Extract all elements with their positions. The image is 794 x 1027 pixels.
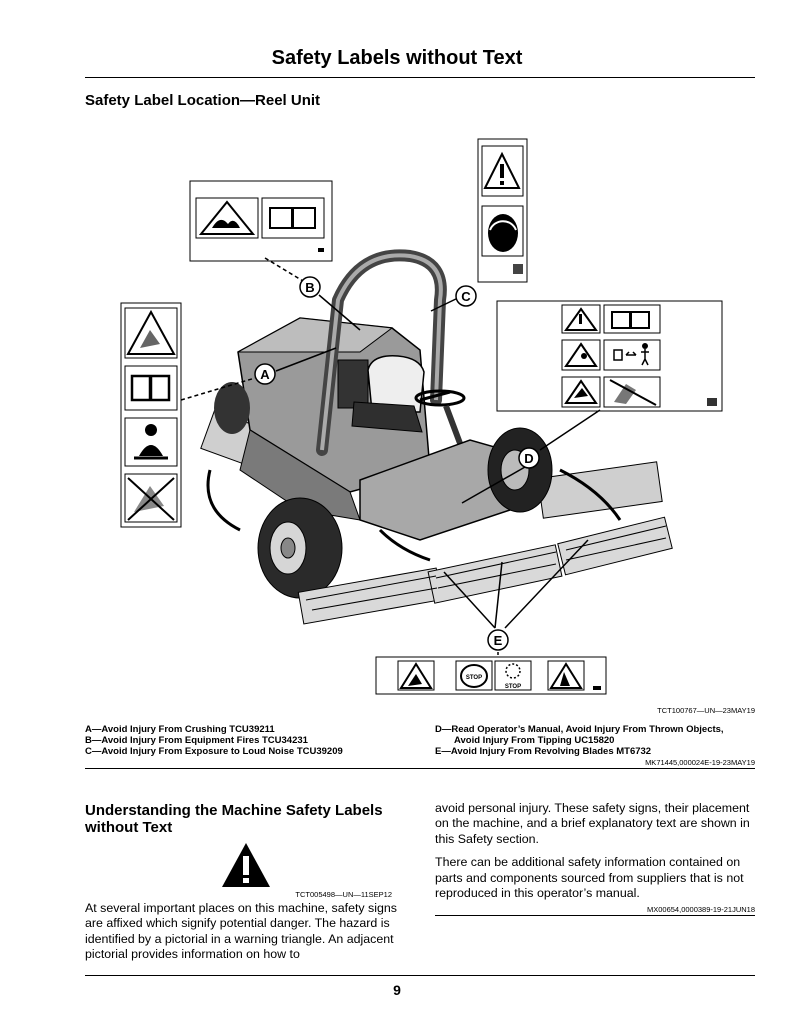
callout-c: C: [455, 285, 477, 307]
caption-e: E—Avoid Injury From Revolving Blades MT6…: [435, 746, 652, 757]
section-heading-reel-unit: Safety Label Location—Reel Unit: [85, 92, 321, 109]
title-rule: [85, 77, 755, 78]
callout-e-label: E: [494, 633, 503, 648]
caption-list-left: A—Avoid Injury From Crushing TCU39211 B—…: [85, 724, 343, 757]
callout-b: B: [299, 276, 321, 298]
stop-text-2: STOP: [505, 684, 521, 690]
figure-reference: TCT100767—UN—23MAY19: [657, 706, 755, 715]
caption-b: B—Avoid Injury From Equipment Fires TCU3…: [85, 735, 308, 746]
caption-c: C—Avoid Injury From Exposure to Loud Noi…: [85, 746, 343, 757]
callout-c-label: C: [461, 289, 471, 304]
section2-reference: MX00654,0000389-19-21JUN18: [647, 905, 755, 914]
warning-triangle-icon: [222, 843, 270, 887]
page-title: Safety Labels without Text: [271, 47, 523, 69]
caption-list-right: D—Read Operator’s Manual, Avoid Injury F…: [435, 724, 724, 757]
label-panel-e: STOP STOP: [375, 656, 607, 695]
heading-line-2: without Text: [85, 819, 173, 836]
section2-rule: [435, 915, 755, 916]
leader-lines: [180, 257, 601, 657]
reel-unit-figure: B C A D E STOP STOP: [120, 138, 723, 695]
mower-illustration: [200, 249, 673, 625]
caption-d-cont: Avoid Injury From Tipping UC15820: [454, 735, 615, 746]
callout-d: D: [518, 447, 540, 469]
heading-line-1: Understanding the Machine Safety Labels: [85, 802, 383, 819]
label-panel-d: [496, 300, 723, 412]
section1-rule: [85, 768, 755, 769]
label-panel-c: [477, 138, 528, 283]
right-paragraph-1: avoid personal injury. These safety sign…: [435, 801, 750, 846]
stop-text-1: STOP: [466, 675, 482, 681]
caption-d: D—Read Operator’s Manual, Avoid Injury F…: [435, 724, 724, 735]
callout-a-label: A: [260, 367, 270, 382]
right-paragraph-2: There can be additional safety informati…: [435, 855, 744, 901]
label-panel-b: [189, 180, 333, 262]
section1-reference: MK71445,000024E-19-23MAY19: [645, 758, 755, 767]
callout-a: A: [254, 363, 276, 385]
callout-d-label: D: [524, 451, 533, 466]
callout-e: E: [487, 629, 509, 651]
caption-a: A—Avoid Injury From Crushing TCU39211: [85, 724, 275, 735]
front-reels: [297, 516, 673, 625]
callout-b-label: B: [305, 280, 314, 295]
left-column-text: At several important places on this mach…: [85, 901, 397, 962]
label-panel-a: [120, 302, 182, 528]
page-number: 9: [393, 982, 401, 998]
icon-reference: TCT005498—UN—11SEP12: [295, 890, 392, 899]
right-column-text: avoid personal injury. These safety sign…: [435, 801, 757, 909]
footer-rule: [85, 975, 755, 976]
section-heading-understanding: Understanding the Machine Safety Labels …: [85, 802, 383, 836]
